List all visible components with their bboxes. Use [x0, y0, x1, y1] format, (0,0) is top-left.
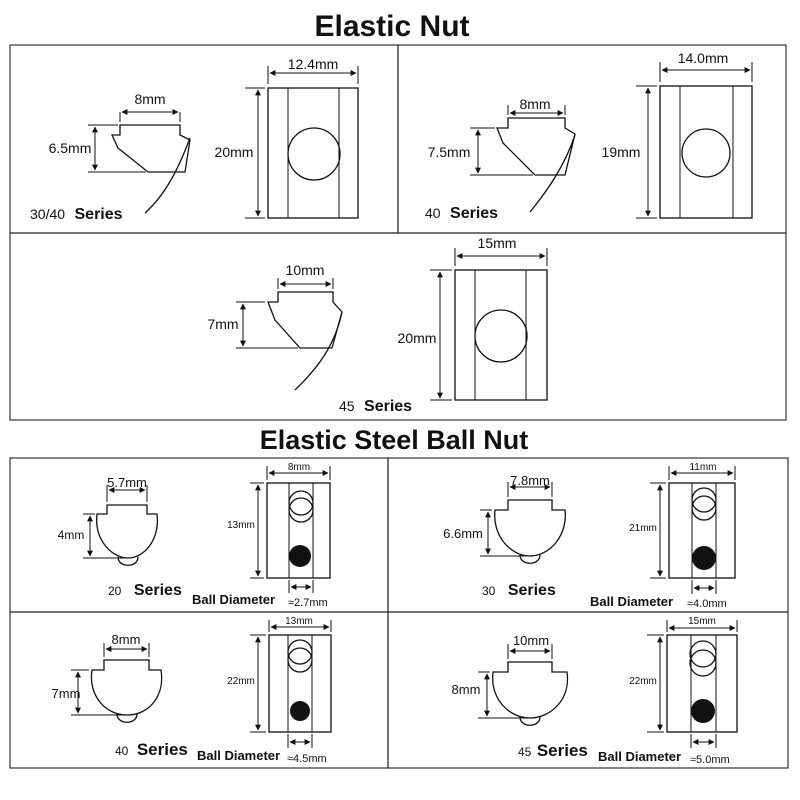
elastic-2-profile-height: 7.5mm: [428, 144, 471, 160]
elastic-nut-2-profile: [470, 105, 576, 213]
elastic-1-profile-height: 6.5mm: [49, 140, 92, 156]
elastic-2-top-width: 8mm: [519, 96, 550, 112]
elastic-2-body-width: 14.0mm: [678, 50, 729, 66]
ball-1-series-word: Series: [134, 582, 182, 599]
ball-3-body-length: 22mm: [227, 676, 255, 687]
ball-1-steel-ball: [289, 545, 311, 567]
elastic-nut-1-body: [245, 66, 359, 219]
elastic-panel-3: [9, 232, 787, 421]
elastic-1-series-word: Series: [75, 206, 123, 223]
ball-2-series: 30 Series: [482, 582, 556, 599]
elastic-1-top-width: 8mm: [134, 91, 165, 107]
ball-2-profile-height: 6.6mm: [443, 526, 483, 541]
elastic-1-series: 30/40 Series: [30, 206, 123, 223]
ball-2-diameter-value: ≈4.0mm: [687, 598, 727, 610]
ball-nut-4-body: [647, 620, 738, 748]
ball-1-body-width: 8mm: [288, 462, 310, 473]
ball-1-series: 20 Series: [108, 582, 182, 599]
ball-4-diameter-value: ≈5.0mm: [690, 754, 730, 766]
ball-4-steel-ball: [691, 699, 715, 723]
ball-nut-3-profile: [71, 643, 163, 723]
ball-3-diameter-value: ≈4.5mm: [287, 753, 327, 765]
ball-1-top-width: 5.7mm: [107, 475, 147, 490]
ball-3-profile-height: 7mm: [52, 686, 81, 701]
elastic-2-body-length: 19mm: [602, 144, 641, 160]
elastic-nut-2-body: [636, 62, 753, 219]
ball-2-body-width: 11mm: [689, 462, 716, 473]
ball-4-series-word: Series: [537, 741, 588, 760]
ball-2-series-number: 30: [482, 584, 496, 598]
ball-3-body-width: 13mm: [285, 616, 313, 627]
elastic-1-body-width: 12.4mm: [288, 56, 339, 72]
ball-1-diameter-label: Ball Diameter: [192, 592, 275, 607]
ball-nut-title: Elastic Steel Ball Nut: [260, 425, 529, 455]
elastic-3-body-width: 15mm: [478, 235, 517, 251]
ball-3-series-number: 40: [115, 744, 129, 758]
elastic-nut-1-profile: [88, 109, 191, 214]
ball-2-steel-ball: [692, 546, 716, 570]
elastic-2-series-word: Series: [450, 205, 498, 222]
ball-2-diameter-label: Ball Diameter: [590, 594, 673, 609]
ball-1-profile-height: 4mm: [58, 528, 85, 542]
ball-nut-2-profile: [480, 482, 566, 564]
ball-1-body-length: 13mm: [227, 520, 255, 531]
elastic-3-series-word: Series: [364, 398, 412, 415]
ball-4-top-width: 10mm: [513, 633, 549, 648]
ball-nut-2-body: [650, 466, 736, 594]
ball-2-series-word: Series: [508, 582, 556, 599]
ball-4-profile-height: 8mm: [452, 682, 481, 697]
ball-3-steel-ball: [290, 701, 310, 721]
ball-4-series-number: 45: [518, 745, 532, 759]
elastic-3-series-number: 45: [339, 398, 355, 414]
ball-3-diameter-label: Ball Diameter: [197, 748, 280, 763]
elastic-3-body-length: 20mm: [398, 330, 437, 346]
ball-1-diameter-value: ≈2.7mm: [288, 597, 328, 609]
elastic-nut-3-body: [430, 248, 548, 401]
ball-2-top-width: 7.8mm: [510, 473, 550, 488]
elastic-2-series-number: 40: [425, 205, 441, 221]
elastic-1-body-length: 20mm: [215, 144, 254, 160]
elastic-nut-3-profile: [236, 278, 343, 391]
ball-4-body-length: 22mm: [629, 676, 657, 687]
elastic-nut-title: Elastic Nut: [314, 10, 469, 43]
ball-panel-4: [387, 611, 789, 769]
ball-nut-3-body: [250, 620, 332, 748]
ball-nut-4-profile: [478, 644, 569, 726]
ball-3-top-width: 8mm: [112, 632, 141, 647]
ball-nut-1-profile: [83, 485, 158, 566]
elastic-3-top-width: 10mm: [286, 262, 325, 278]
ball-3-series: 40 Series: [115, 740, 188, 759]
elastic-3-series: 45 Series: [339, 398, 412, 415]
ball-1-series-number: 20: [108, 584, 122, 598]
ball-nut-1-body: [250, 466, 331, 593]
ball-4-body-width: 15mm: [688, 616, 716, 627]
ball-4-diameter-label: Ball Diameter: [598, 749, 681, 764]
elastic-1-series-number: 30/40: [30, 206, 65, 222]
ball-4-series: 45 Series: [518, 741, 588, 760]
ball-3-series-word: Series: [137, 740, 188, 759]
elastic-3-profile-height: 7mm: [207, 316, 238, 332]
elastic-2-series: 40 Series: [425, 205, 498, 222]
ball-2-body-length: 21mm: [629, 523, 657, 534]
